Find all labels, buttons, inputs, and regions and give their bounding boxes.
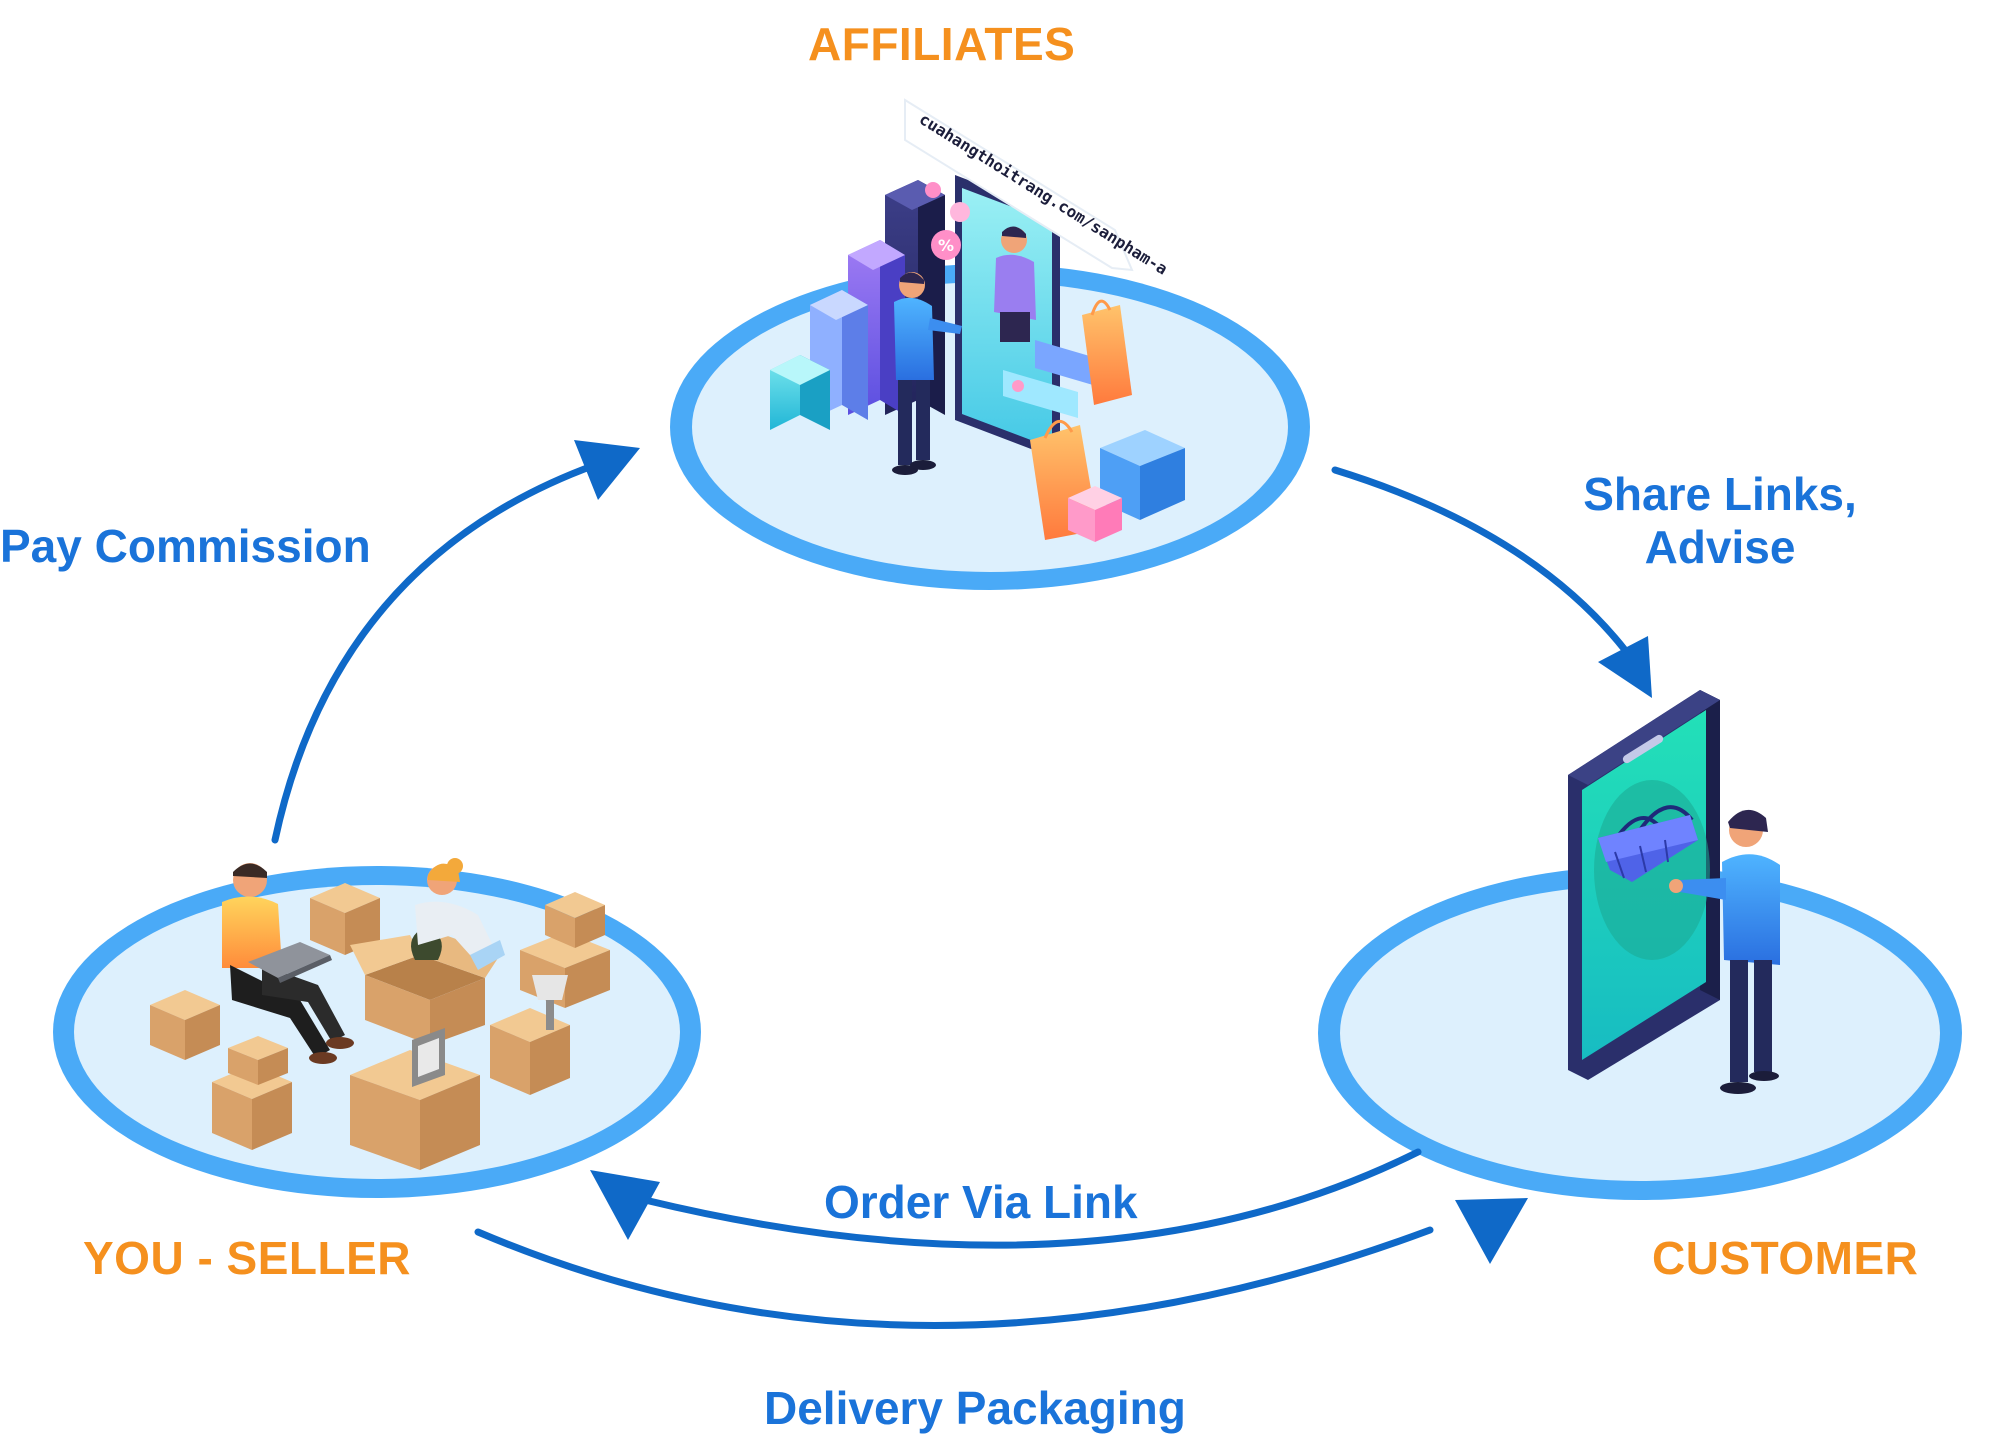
customer-person bbox=[1669, 809, 1780, 1094]
affiliates-title: AFFILIATES bbox=[808, 18, 1076, 70]
affiliate-person bbox=[892, 272, 962, 475]
svg-text:%: % bbox=[938, 236, 954, 255]
order-via-link-label: Order Via Link bbox=[824, 1176, 1138, 1228]
share-links-label: Share Links, Advise bbox=[1560, 468, 1880, 574]
seller-woman bbox=[415, 858, 505, 970]
seller-title: YOU - SELLER bbox=[83, 1232, 412, 1284]
pay-commission-label: Pay Commission bbox=[0, 520, 371, 572]
percent-badge-icon: % bbox=[925, 182, 970, 260]
gift-box-icon bbox=[1068, 430, 1185, 542]
share-links-line2: Advise bbox=[1644, 520, 1796, 573]
picture-frame-icon bbox=[412, 1028, 445, 1087]
customer-illustration bbox=[1568, 690, 1780, 1094]
arrow-pay-commission bbox=[271, 440, 640, 844]
share-links-line1: Share Links, bbox=[1583, 468, 1857, 520]
seller-man bbox=[222, 863, 354, 1064]
customer-title: CUSTOMER bbox=[1652, 1232, 1919, 1284]
smartphone-icon bbox=[1568, 690, 1720, 1080]
delivery-packaging-label: Delivery Packaging bbox=[764, 1382, 1186, 1434]
lamp-icon bbox=[532, 975, 568, 1030]
arrow-share-links bbox=[1331, 466, 1652, 698]
seller-illustration bbox=[150, 858, 610, 1170]
shopping-basket-icon bbox=[1598, 805, 1698, 882]
arrow-delivery-packaging bbox=[474, 1198, 1528, 1329]
arrow-order-via-link bbox=[590, 1148, 1422, 1249]
